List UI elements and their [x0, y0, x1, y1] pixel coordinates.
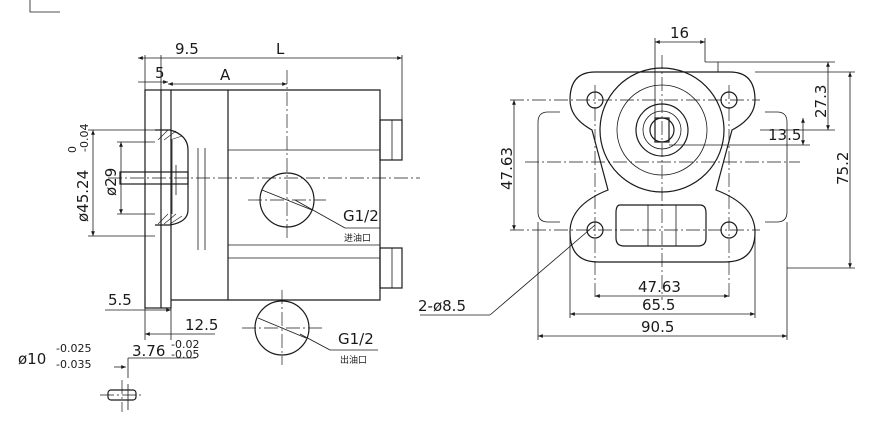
- dim-10: ø10: [18, 350, 46, 368]
- rear-bolt-bottom: [379, 247, 403, 289]
- dim-45-24-tol-up: 0: [66, 146, 79, 153]
- dim-5: 5: [155, 64, 165, 82]
- dim-5-5: 5.5: [108, 291, 132, 309]
- dim-3-76: 3.76: [132, 342, 165, 360]
- dim-13-5: 13.5: [768, 126, 801, 144]
- side-view: 9.5 L 5 A ø45.24 0 -0.04 ø29 5.5 12.5 3.…: [18, 40, 420, 412]
- dim-10-tol-up: -0.025: [56, 342, 91, 355]
- dim-bolt-holes: 2-ø8.5: [418, 297, 466, 315]
- lower-port-recess: [615, 204, 707, 247]
- front-view: 16 27.3 13.5 75.2 47.63 47.63 65.5 90.5 …: [418, 24, 855, 340]
- dim-65-5: 65.5: [642, 296, 675, 314]
- dim-10-tol-dn: -0.035: [56, 358, 91, 371]
- dim-45-24: ø45.24: [74, 170, 92, 222]
- dim-3-76-tol-dn: -0.05: [171, 348, 199, 361]
- dim-16: 16: [670, 24, 689, 42]
- dim-45-24-tol-dn: -0.04: [78, 124, 91, 152]
- mounting-flange: [144, 89, 172, 309]
- dim-47-63-vertical: 47.63: [498, 147, 516, 190]
- outlet-label: 出油口: [340, 354, 367, 366]
- dim-L: L: [276, 40, 285, 58]
- dim-75-2: 75.2: [834, 152, 852, 185]
- pump-body: [171, 89, 381, 301]
- body-outline-right: [765, 111, 788, 223]
- dim-29: ø29: [102, 168, 120, 196]
- dim-27-3: 27.3: [812, 85, 830, 118]
- inlet-size: G1/2: [343, 207, 379, 225]
- front-flange: [569, 71, 756, 263]
- dim-3-76-tol-up: -0.02: [171, 338, 199, 351]
- corner-mark: [29, 0, 60, 13]
- dim-12-5: 12.5: [185, 316, 218, 334]
- dim-9-5: 9.5: [175, 40, 199, 58]
- dim-47-63-horizontal: 47.63: [638, 278, 681, 296]
- rear-bolt-top: [379, 119, 403, 161]
- dim-A: A: [220, 66, 231, 84]
- body-outline-left: [537, 111, 560, 223]
- dim-90-5: 90.5: [641, 318, 674, 336]
- outlet-size: G1/2: [338, 330, 374, 348]
- inlet-label: 进油口: [344, 232, 371, 244]
